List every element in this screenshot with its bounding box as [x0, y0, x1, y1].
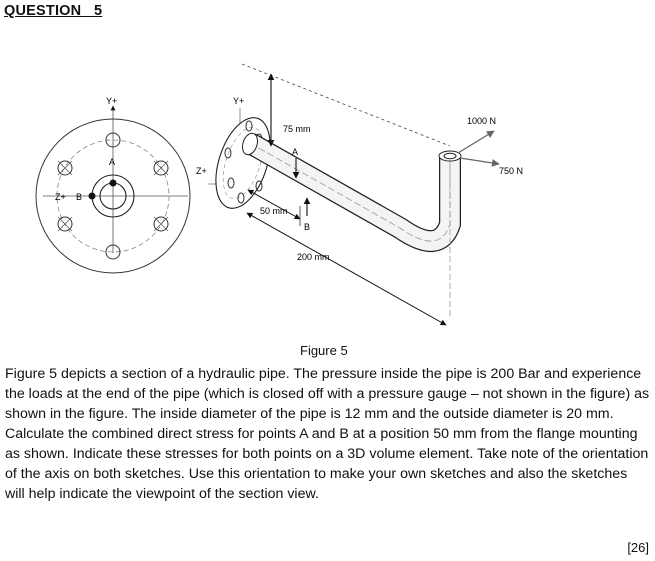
iso-b-label: B — [304, 222, 310, 232]
bolt-circle — [56, 139, 170, 253]
problem-statement: Figure 5 depicts a section of a hydrauli… — [5, 366, 650, 502]
dim-50-label: 50 mm — [260, 206, 288, 216]
load-1000-label: 1000 N — [467, 116, 496, 126]
figure-5: Y+ Z+ A B Y+ Z+ 75 m — [35, 63, 523, 326]
front-b-label: B — [76, 192, 82, 202]
dim-75-label: 75 mm — [283, 124, 311, 134]
load-1000-arrow — [457, 130, 495, 154]
front-a-label: A — [109, 157, 115, 167]
iso-z-label: Z+ — [196, 166, 207, 176]
point-b-marker — [88, 192, 96, 200]
bolt-hole — [57, 132, 169, 260]
front-y-label: Y+ — [106, 96, 117, 106]
flange-outline — [35, 118, 191, 274]
dim-200-label: 200 mm — [297, 252, 330, 262]
question-heading: QUESTION 5 — [4, 3, 103, 19]
pipe-end-outer — [438, 150, 462, 162]
iso-a-label: A — [292, 147, 298, 157]
marks-total: [26] — [627, 540, 649, 555]
figure-caption: Figure 5 — [300, 343, 348, 358]
projection-line — [241, 63, 451, 147]
pipe-end-inner — [443, 152, 457, 160]
load-750-label: 750 N — [499, 166, 523, 176]
dim-200-arrow — [246, 212, 447, 326]
point-a-marker — [109, 179, 117, 187]
load-750-arrow — [459, 157, 500, 167]
front-z-label: Z+ — [55, 192, 66, 202]
isometric-view: Y+ Z+ 75 mm A B — [196, 63, 523, 326]
front-view: Y+ Z+ A B — [35, 96, 191, 274]
iso-y-label: Y+ — [233, 96, 244, 106]
